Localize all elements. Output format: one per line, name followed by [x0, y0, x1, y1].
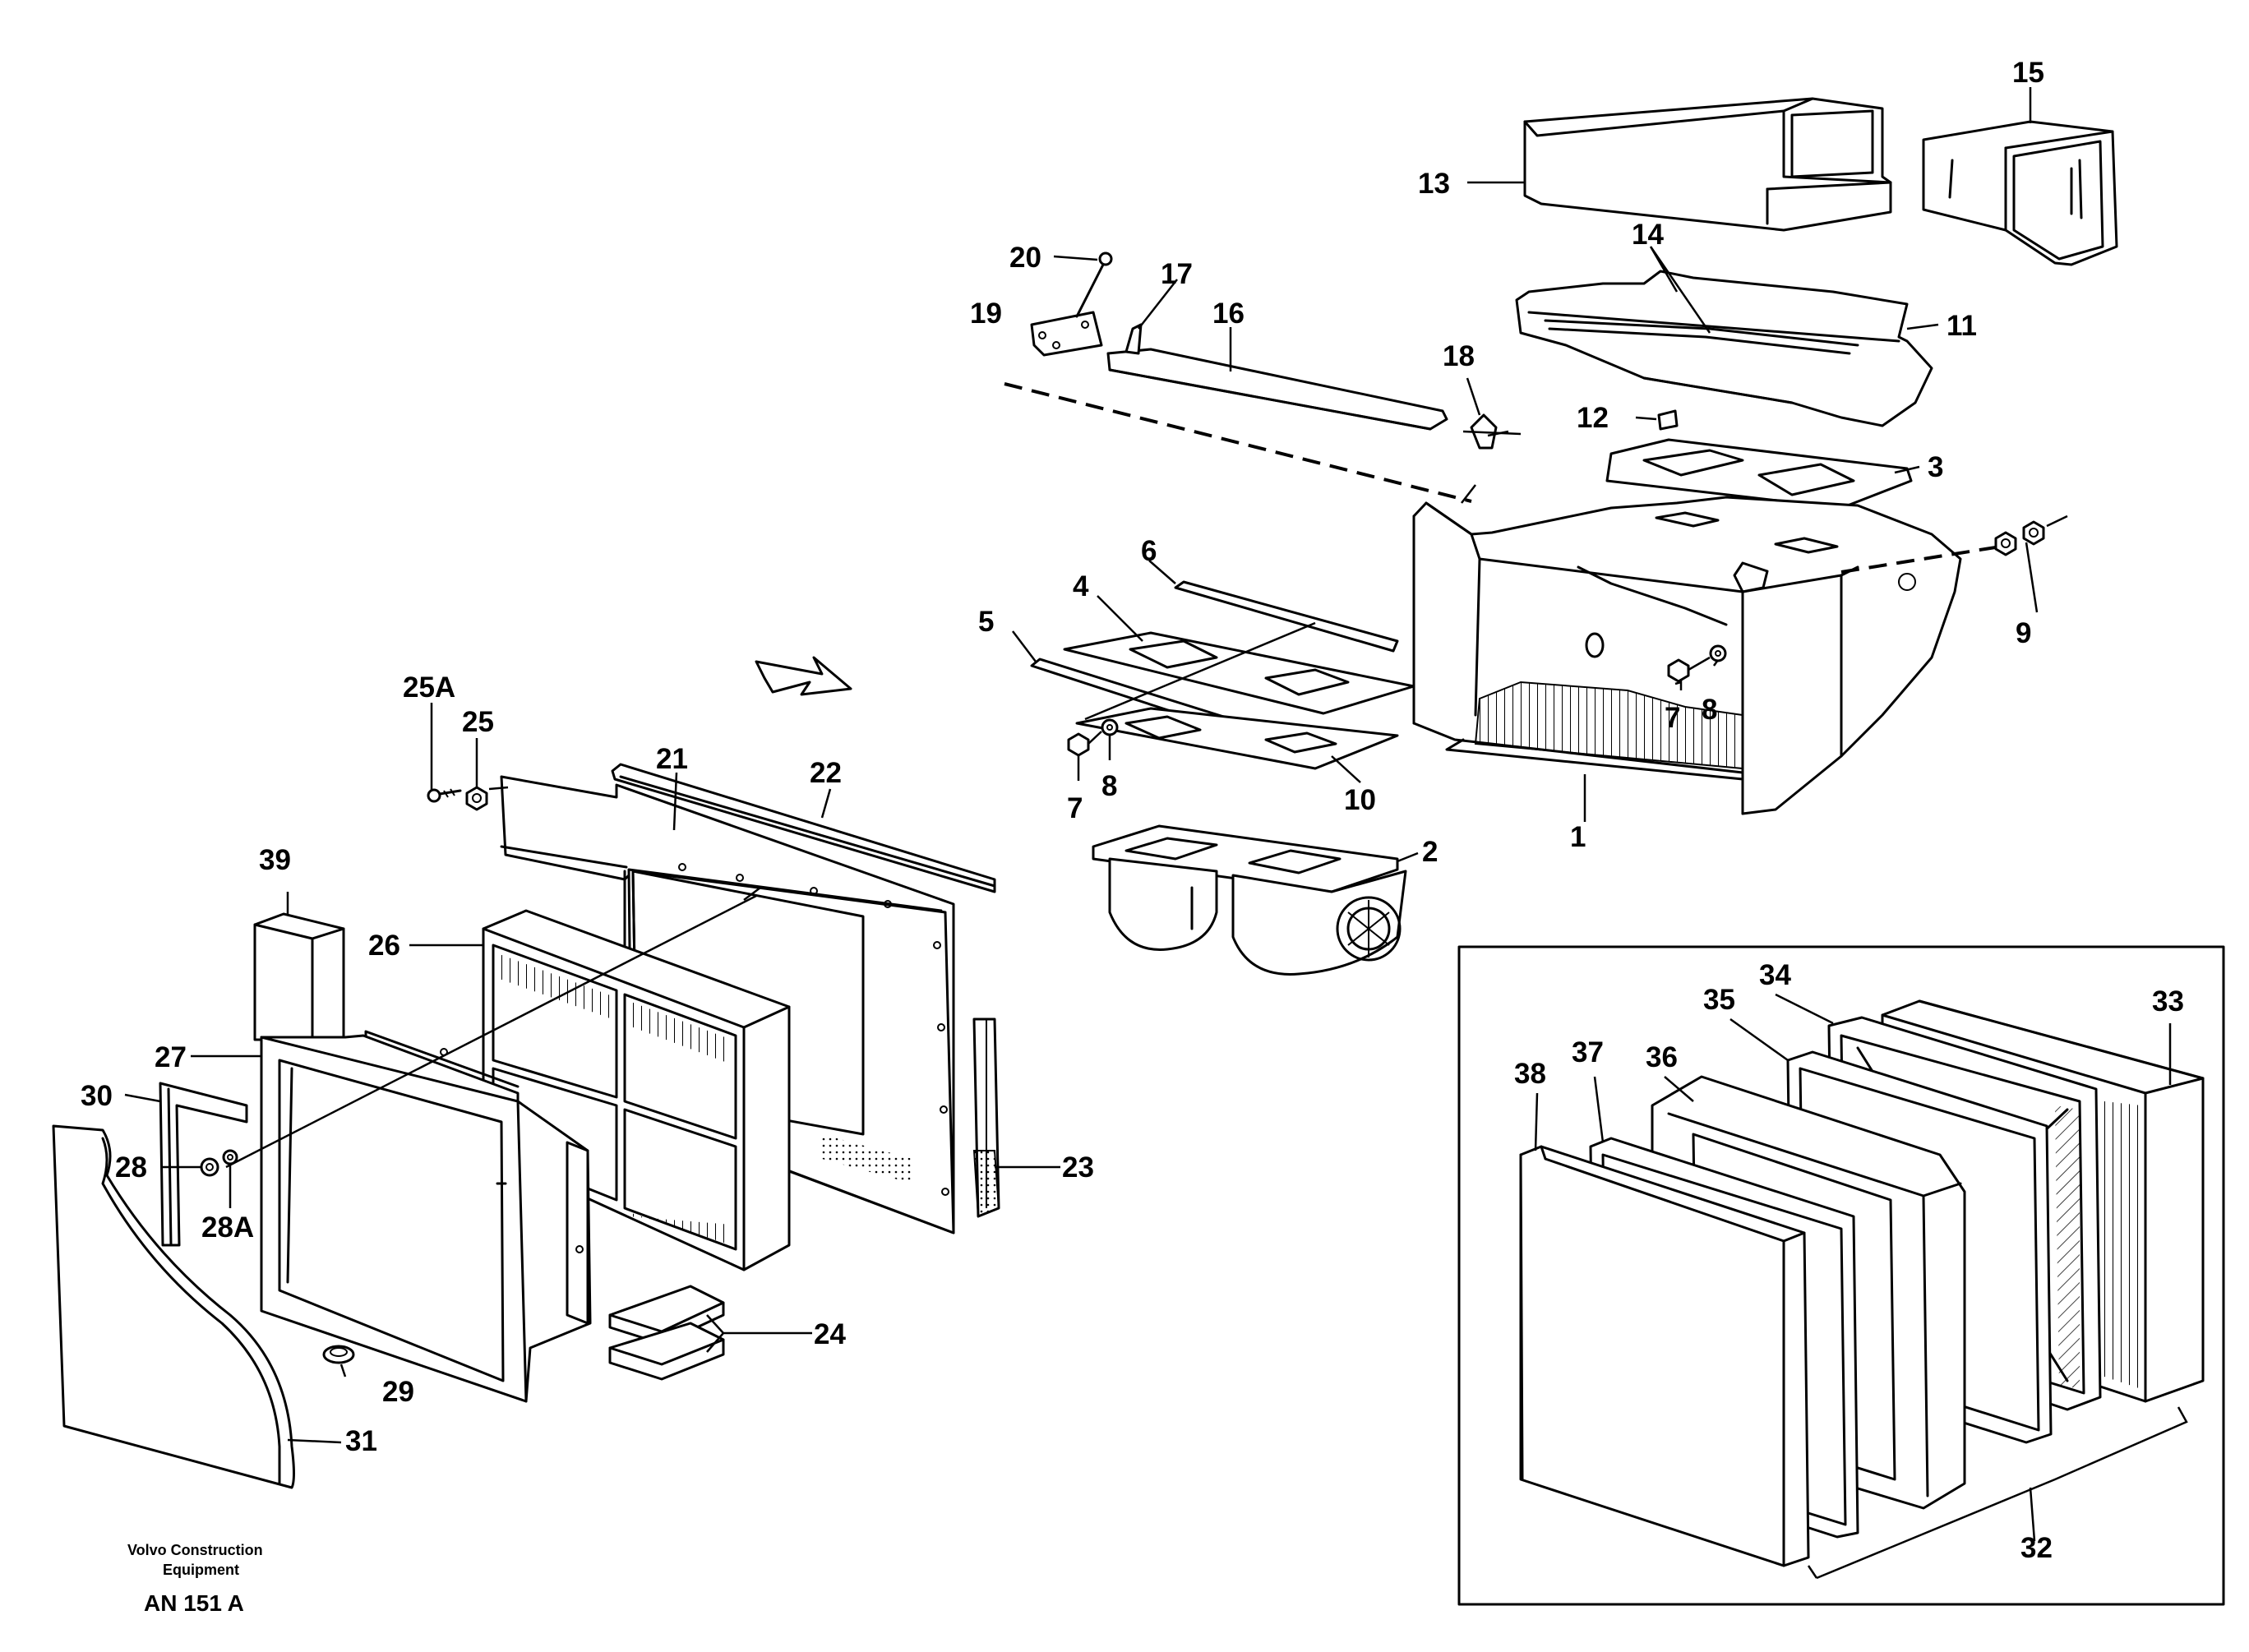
assembly-line-5: [1084, 621, 1316, 721]
label-38: 38: [1514, 1058, 1546, 1090]
label-12: 12: [1577, 402, 1609, 434]
label-17: 17: [1161, 258, 1193, 290]
label-27: 27: [155, 1041, 187, 1073]
direction-arrow: [755, 656, 852, 696]
part-2-blower: [1092, 824, 1407, 976]
label-1: 1: [1570, 821, 1586, 853]
part-3-gasket: [1605, 438, 1913, 510]
drawing-code: AN 151 A: [144, 1590, 244, 1616]
part-labels: 13 15 14 11 12 3 20 17 19 16 18 9 6 4 5 …: [81, 57, 2184, 1564]
label-28: 28: [115, 1151, 147, 1184]
company-name-line2: Equipment: [163, 1562, 239, 1578]
assembly-line-19-to-housing: [1004, 382, 1472, 503]
part-11-air-tray: [1515, 270, 1933, 427]
part-25-nut: [465, 786, 488, 811]
part-6-strip: [1174, 580, 1399, 653]
part-13-air-duct: [1523, 97, 1892, 232]
label-11: 11: [1947, 310, 1977, 342]
label-14: 14: [1632, 219, 1664, 251]
part-18-lever: [1462, 413, 1522, 450]
label-2: 2: [1422, 836, 1438, 868]
label-5: 5: [978, 606, 994, 638]
part-31-cover: [52, 1124, 295, 1489]
part-10-gasket: [1075, 707, 1399, 770]
label-13: 13: [1418, 168, 1450, 200]
label-6: 6: [1141, 535, 1157, 567]
label-24: 24: [814, 1318, 846, 1350]
part-17-pin: [1124, 323, 1143, 355]
label-25: 25: [462, 706, 494, 738]
label-37: 37: [1572, 1036, 1604, 1068]
inset-filter-assembly: [1457, 945, 2225, 1606]
part-25a-bolt: [427, 788, 462, 803]
label-10: 10: [1344, 784, 1376, 816]
assembly-line-27-to-21: [225, 894, 757, 1169]
label-9: 9: [2016, 617, 2031, 649]
label-36: 36: [1646, 1041, 1678, 1073]
label-3: 3: [1928, 451, 1943, 483]
label-15: 15: [2012, 57, 2044, 89]
part-29-grommet: [322, 1345, 355, 1364]
label-39: 39: [259, 844, 291, 876]
part-20-screw: [1075, 251, 1113, 318]
label-4: 4: [1073, 570, 1089, 602]
part-1-heater-housing: [1412, 496, 1962, 815]
part-15-elbow-duct: [1922, 120, 2118, 266]
part-19-bracket: [1030, 311, 1103, 357]
part-27-housing-frame: [260, 1030, 592, 1403]
label-26: 26: [368, 930, 400, 962]
part-24-pads: [608, 1285, 725, 1381]
label-20: 20: [1009, 242, 1041, 274]
leader-lines: [124, 87, 2172, 1542]
label-30: 30: [81, 1080, 113, 1112]
label-28a: 28A: [201, 1211, 254, 1244]
label-35: 35: [1703, 984, 1735, 1016]
part-9-nuts: [1994, 515, 2068, 556]
label-19: 19: [970, 298, 1002, 330]
part-39-block: [253, 912, 345, 1041]
label-31: 31: [345, 1425, 377, 1457]
part-4-gasket: [1063, 631, 1415, 715]
label-25a: 25A: [403, 671, 455, 704]
label-18: 18: [1443, 340, 1475, 372]
label-7b: 7: [1665, 702, 1680, 734]
label-23: 23: [1062, 1151, 1094, 1184]
part-16-damper-flap: [1106, 348, 1448, 431]
label-16: 16: [1212, 298, 1245, 330]
part-28-fastener: [200, 1149, 238, 1177]
label-34: 34: [1759, 959, 1791, 991]
part-7-bolts: [1067, 658, 1690, 757]
part-23-seal-strip: [972, 1018, 1000, 1218]
label-8a: 8: [1101, 770, 1117, 802]
drawing-footer: Volvo Construction Equipment AN 151 A: [127, 1542, 263, 1616]
label-33: 33: [2152, 985, 2184, 1018]
label-8b: 8: [1702, 694, 1717, 726]
label-21: 21: [656, 743, 688, 775]
label-22: 22: [810, 757, 842, 789]
part-22-strip: [611, 763, 996, 893]
label-7a: 7: [1067, 792, 1083, 824]
part-12-clip: [1657, 409, 1679, 431]
company-name-line1: Volvo Construction: [127, 1542, 263, 1558]
label-32: 32: [2020, 1532, 2053, 1564]
label-29: 29: [382, 1376, 414, 1408]
part-8-washers: [1088, 644, 1727, 745]
